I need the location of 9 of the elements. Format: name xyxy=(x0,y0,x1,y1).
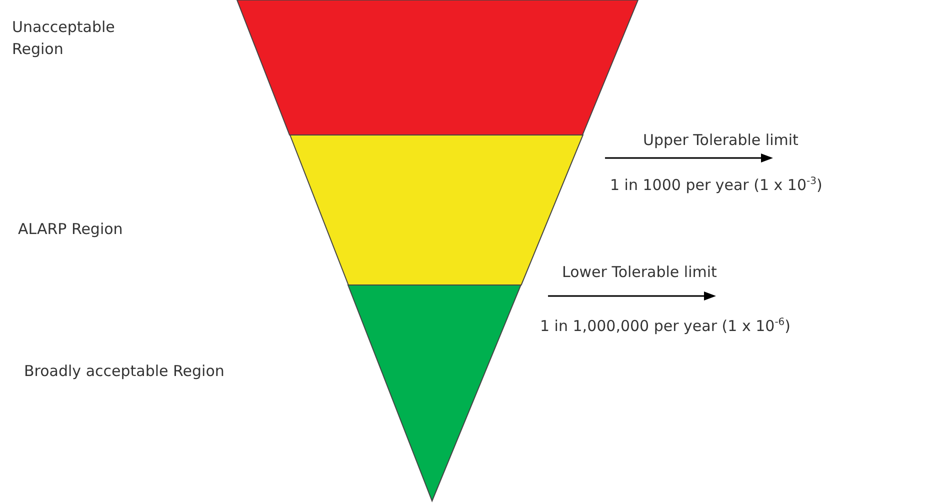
region-label: ALARP Region xyxy=(18,219,123,240)
risk-band xyxy=(347,284,522,502)
risk-band xyxy=(236,0,639,136)
limit-label: Upper Tolerable limit xyxy=(643,130,798,151)
frequency-label: 1 in 1,000,000 per year (1 x 10$^{-6}$) xyxy=(540,316,791,337)
region-label: Broadly acceptable Region xyxy=(24,361,224,382)
limit-label: Lower Tolerable limit xyxy=(562,262,717,283)
frequency-label: 1 in 1000 per year (1 x 10$^{-3}$) xyxy=(610,175,822,196)
region-label: Unacceptable Region xyxy=(12,17,116,60)
